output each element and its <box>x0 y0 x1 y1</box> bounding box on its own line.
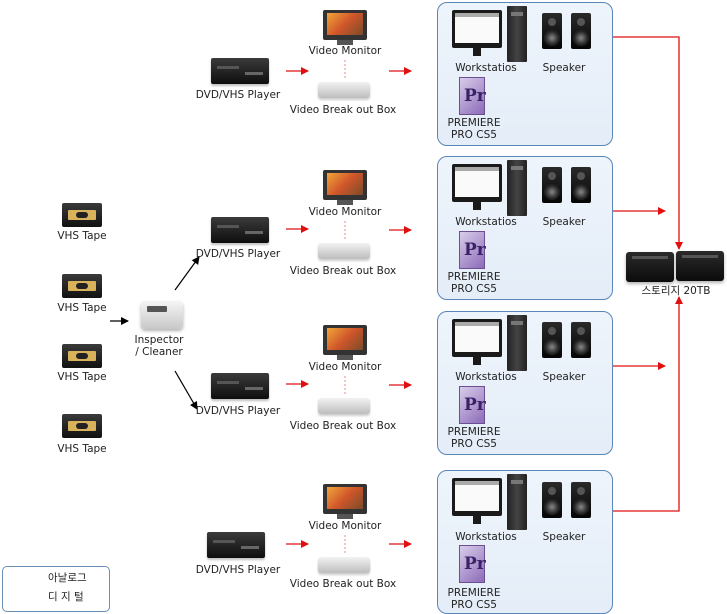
legend-analog-label: 아날로그 <box>48 572 87 584</box>
monitor-label: Video Monitor <box>308 45 382 57</box>
legend-digital-label: 디 지 털 <box>48 591 84 603</box>
player-label: DVD/VHS Player <box>195 564 281 576</box>
player-label: DVD/VHS Player <box>195 89 281 101</box>
premiere-glyph: Pr <box>464 554 486 574</box>
workstation-label: Workstatios <box>455 531 517 543</box>
player-label: DVD/VHS Player <box>195 405 281 417</box>
premiere-glyph: Pr <box>464 395 486 415</box>
speaker-icon <box>542 482 562 518</box>
speaker-icon <box>571 322 591 358</box>
workstation-tower-icon <box>507 6 527 62</box>
premiere-label-line1: PREMIERE <box>447 117 501 129</box>
storage-label: 스토리지 20TB <box>641 285 711 297</box>
digital-arrow <box>612 36 683 250</box>
inspector-label-line1: Inspector <box>134 334 184 346</box>
workstation-label: Workstatios <box>455 371 517 383</box>
inspector-label-line2: / Cleaner <box>135 346 183 358</box>
vhs-tape-icon <box>62 344 102 368</box>
inspector-cleaner-icon <box>141 301 183 329</box>
vhs-tape-icon <box>62 414 102 438</box>
premiere-label-line2: PRO CS5 <box>451 129 497 141</box>
premiere-pro-icon: Pr <box>459 545 486 583</box>
dvd-vhs-player-icon <box>211 217 269 243</box>
video-monitor-icon <box>323 10 367 45</box>
video-monitor-icon <box>323 325 367 360</box>
workstation-icon <box>452 319 502 365</box>
dvd-vhs-player-icon <box>211 373 269 399</box>
workstation-label: Workstatios <box>455 62 517 74</box>
premiere-label-line2: PRO CS5 <box>451 283 497 295</box>
breakout-label: Video Break out Box <box>289 578 397 590</box>
vhs-tape-label: VHS Tape <box>57 371 107 383</box>
workstation-icon <box>452 10 502 56</box>
premiere-pro-icon: Pr <box>459 386 486 424</box>
workstation-icon <box>452 478 502 524</box>
video-monitor-icon <box>323 484 367 519</box>
premiere-label-line2: PRO CS5 <box>451 599 497 611</box>
workstation-tower-icon <box>507 160 527 216</box>
workstation-tower-icon <box>507 474 527 530</box>
vhs-tape-label: VHS Tape <box>57 230 107 242</box>
monitor-label: Video Monitor <box>308 520 382 532</box>
premiere-label-line1: PREMIERE <box>447 587 501 599</box>
premiere-glyph: Pr <box>464 86 486 106</box>
dvd-vhs-player-icon <box>207 532 265 558</box>
speaker-icon <box>542 167 562 203</box>
premiere-pro-icon: Pr <box>459 77 486 115</box>
speaker-label: Speaker <box>542 531 586 543</box>
legend <box>2 566 110 612</box>
breakout-box-icon <box>318 243 370 259</box>
storage-nas-icon <box>676 251 724 281</box>
breakout-label: Video Break out Box <box>289 265 397 277</box>
vhs-tape-label: VHS Tape <box>57 443 107 455</box>
premiere-label-line1: PREMIERE <box>447 426 501 438</box>
dvd-vhs-player-icon <box>211 58 269 84</box>
breakout-label: Video Break out Box <box>289 104 397 116</box>
breakout-box-icon <box>318 82 370 98</box>
speaker-icon <box>571 167 591 203</box>
speaker-label: Speaker <box>542 216 586 228</box>
premiere-label-line2: PRO CS5 <box>451 438 497 450</box>
speaker-icon <box>542 322 562 358</box>
speaker-icon <box>571 13 591 49</box>
vhs-tape-icon <box>62 203 102 227</box>
speaker-label: Speaker <box>542 371 586 383</box>
monitor-label: Video Monitor <box>308 206 382 218</box>
player-label: DVD/VHS Player <box>195 248 281 260</box>
workstation-icon <box>452 164 502 210</box>
analog-arrow <box>174 370 198 410</box>
workstation-label: Workstatios <box>455 216 517 228</box>
premiere-pro-icon: Pr <box>459 231 486 269</box>
video-monitor-icon <box>323 170 367 205</box>
speaker-icon <box>571 482 591 518</box>
breakout-box-icon <box>318 398 370 414</box>
breakout-box-icon <box>318 557 370 573</box>
digital-arrow <box>612 296 683 512</box>
speaker-label: Speaker <box>542 62 586 74</box>
premiere-label-line1: PREMIERE <box>447 271 501 283</box>
premiere-glyph: Pr <box>464 240 486 260</box>
vhs-tape-icon <box>62 274 102 298</box>
breakout-label: Video Break out Box <box>289 420 397 432</box>
storage-nas-icon <box>626 252 674 282</box>
vhs-tape-label: VHS Tape <box>57 302 107 314</box>
monitor-label: Video Monitor <box>308 361 382 373</box>
speaker-icon <box>542 13 562 49</box>
workstation-tower-icon <box>507 315 527 371</box>
analog-arrow <box>174 256 200 291</box>
